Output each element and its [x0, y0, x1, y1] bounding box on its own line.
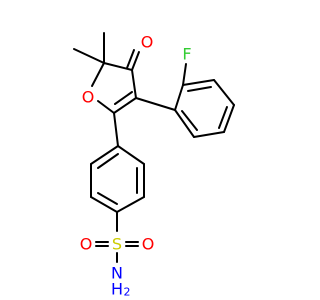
bond-c4-o-ketone-double [126, 49, 135, 69]
bond-fp-3 [213, 79, 235, 106]
bond-c2-o1 [97, 100, 115, 114]
atom-oxygen-ketone: O [141, 33, 154, 52]
bond-c-f [182, 63, 187, 86]
bond-c5-methyl-1 [73, 48, 105, 64]
bond-fp-2 [182, 79, 215, 86]
bond-fp-4 [223, 104, 235, 133]
atom-sulfur: S [112, 235, 122, 254]
atom-oxygen-ring: O [82, 88, 95, 107]
bond-fp-2-inner [187, 86, 212, 92]
molecule-diagram: O O F S O O N H 2 [73, 32, 235, 299]
bond-bz-6 [90, 145, 119, 165]
atom-amine-hydrogen: H [111, 280, 123, 299]
bond-bz-1 [117, 145, 145, 165]
atom-fluorine: F [182, 45, 191, 64]
structure-canvas: O O F S O O N H 2 [73, 32, 235, 299]
bond-c4-c3 [131, 69, 137, 99]
bond-bz-4-inner [97, 192, 118, 205]
bond-c4-o-ketone [131, 51, 140, 71]
atom-amine-nitrogen: N [111, 264, 123, 283]
bond-bz-6-inner [97, 153, 119, 169]
bond-c3-c2-double [114, 91, 133, 105]
bonds [73, 32, 235, 263]
bond-fp-4-inner [218, 106, 228, 129]
bond-c3-c2 [113, 97, 137, 114]
bond-fp-6-inner [181, 110, 198, 131]
atom-oxygen-sulfonyl-left: O [80, 235, 93, 254]
atom-oxygen-sulfonyl-right: O [142, 235, 155, 254]
bond-fp-5 [193, 131, 225, 138]
bond-fp-6 [174, 109, 195, 138]
bond-c3-aryl [135, 97, 176, 111]
bond-bz-4 [90, 196, 118, 213]
atom-amine-hydrogen-count: 2 [124, 286, 131, 299]
bond-c2-aryl [113, 112, 119, 147]
bond-o1-c5 [91, 62, 105, 87]
atom-labels: O O F S O O N H 2 [80, 33, 192, 299]
bond-fp-1 [174, 84, 184, 111]
bond-bz-3 [116, 196, 145, 213]
